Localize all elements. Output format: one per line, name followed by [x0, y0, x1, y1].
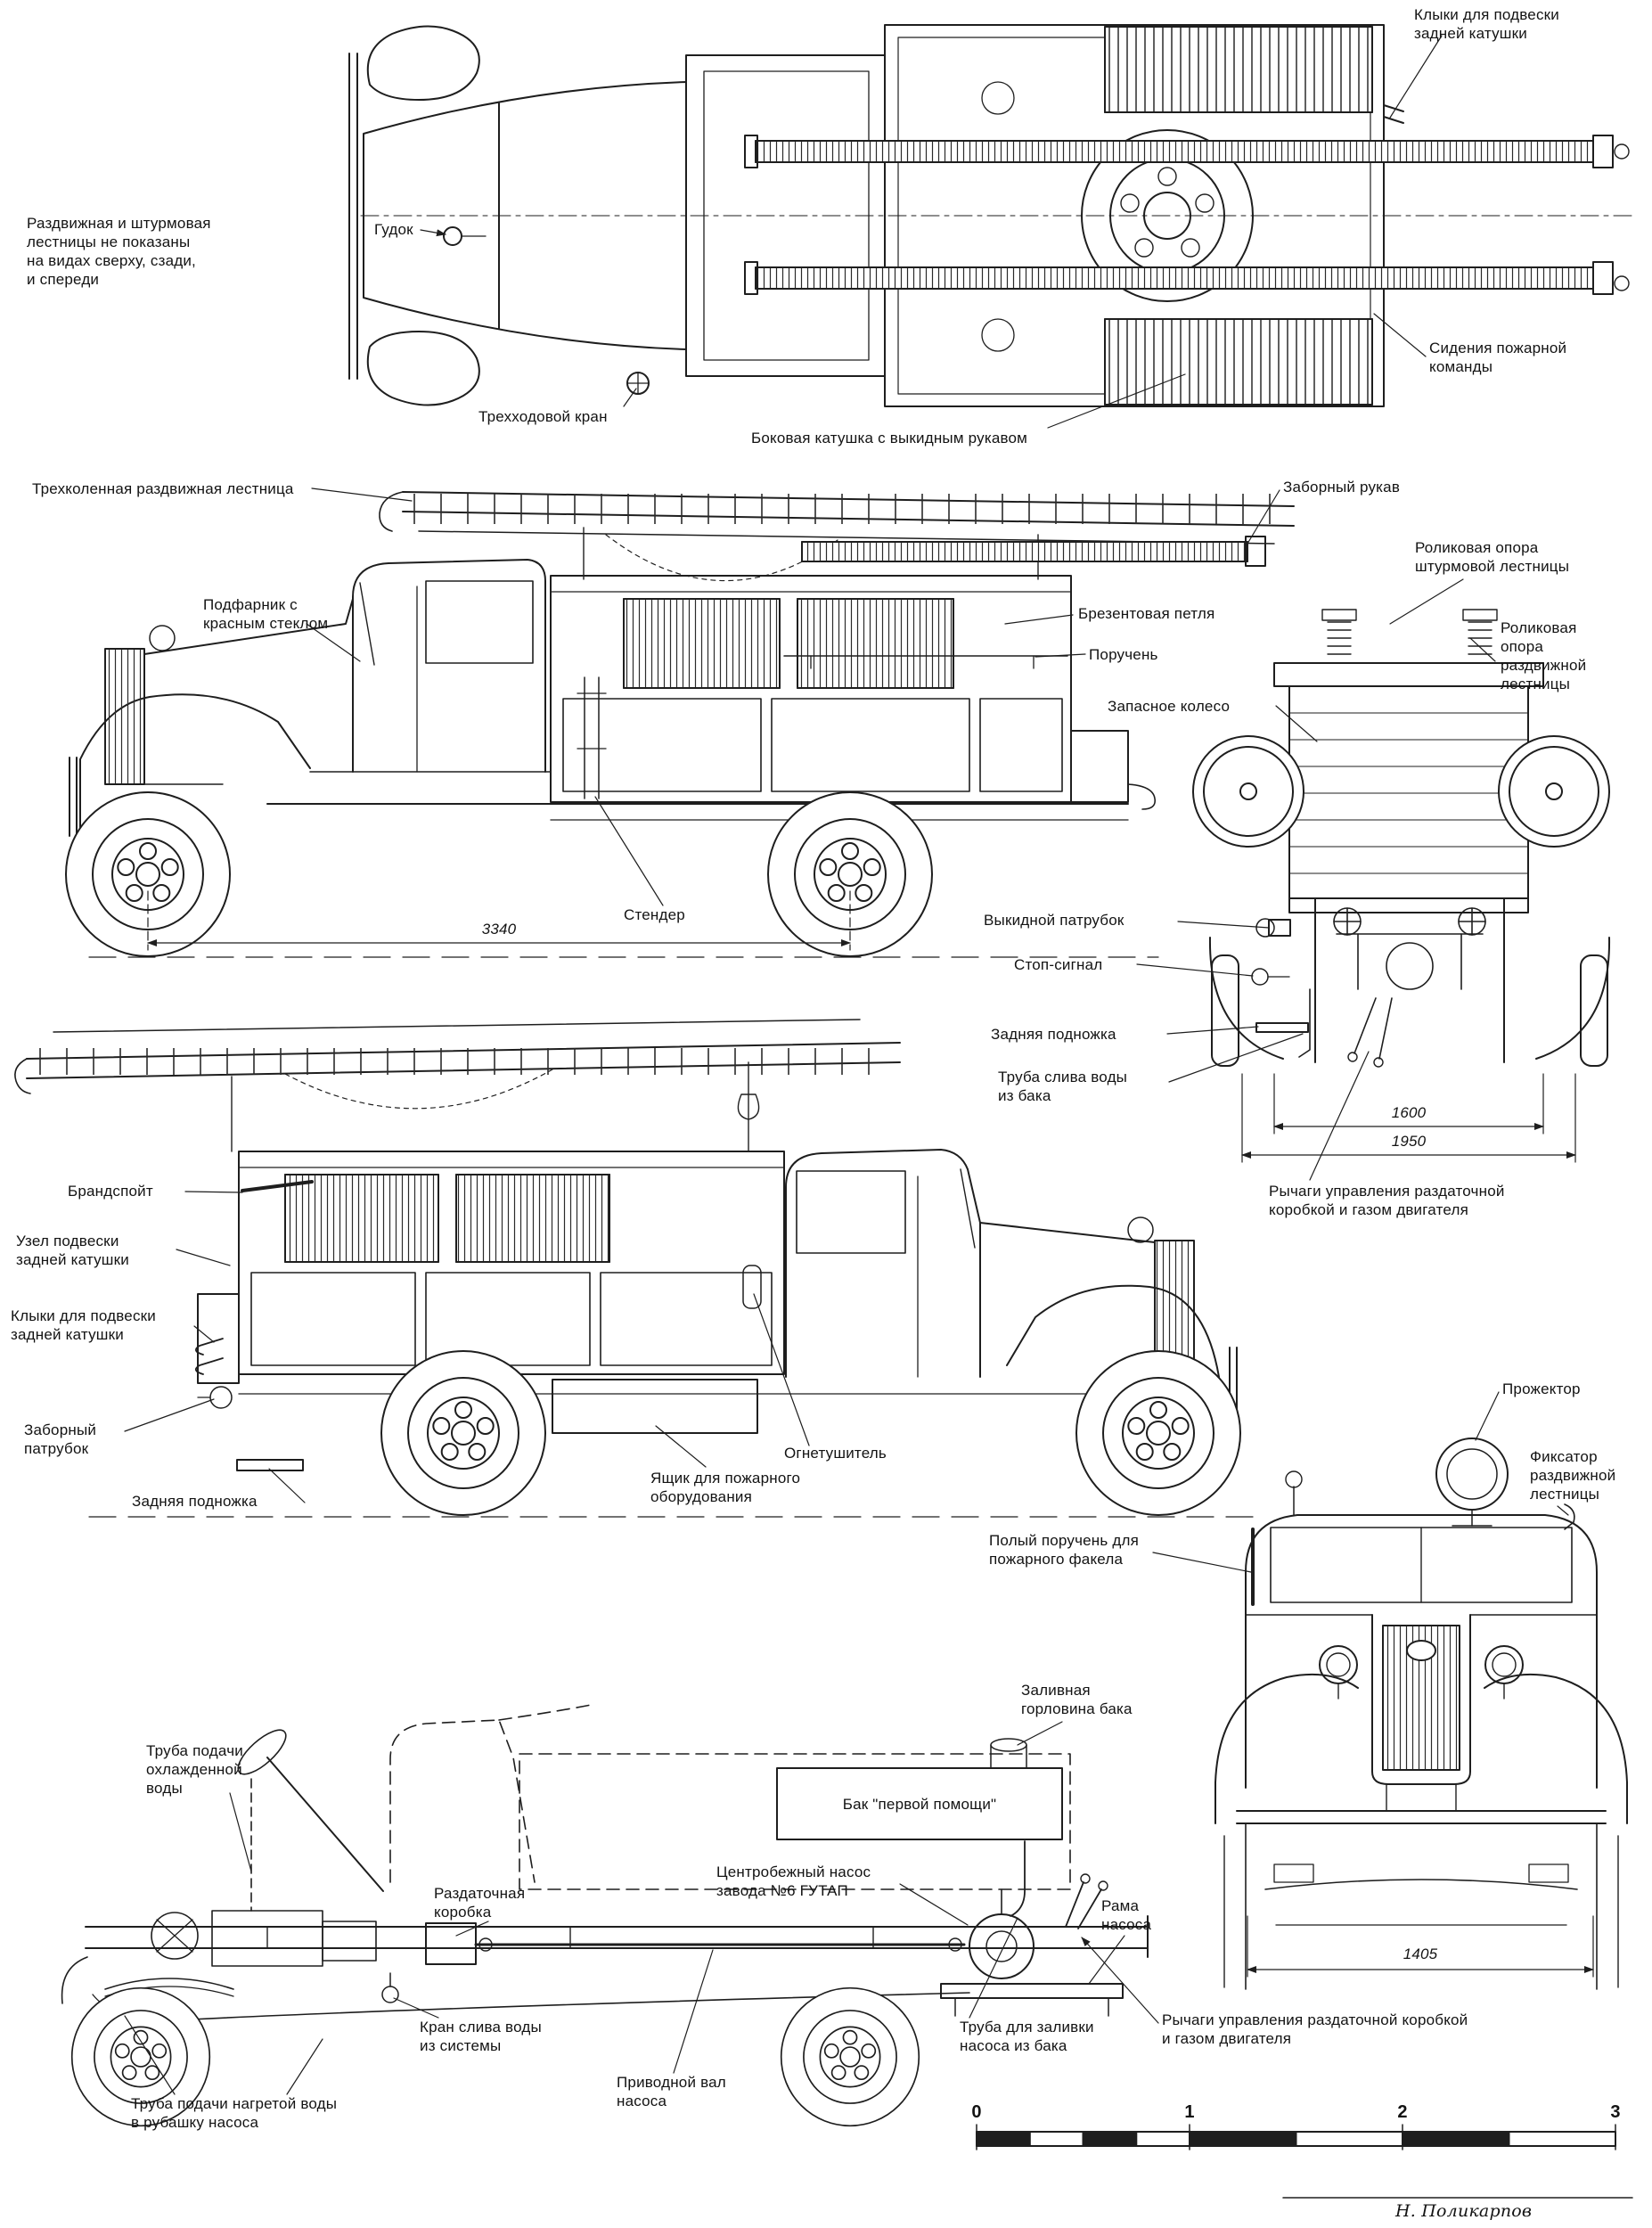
label-stop-light: Стоп-сигнал: [1014, 956, 1103, 973]
label-nozzle: Брандспойт: [68, 1183, 153, 1200]
label-first-aid-tank: Бак "первой помощи": [842, 1796, 997, 1813]
scale-tick-3: 3: [1610, 2102, 1621, 2122]
side-view-left-drawing: [14, 1019, 1266, 1518]
label-control-levers-bottom: Рычаги управления раздаточной коробкой и…: [1162, 2011, 1468, 2048]
label-pump-priming-pipe: Труба для заливки насоса из бака: [960, 2019, 1094, 2055]
dimension-wheelbase: 3340: [481, 921, 517, 938]
label-spare-wheel: Запасное колесо: [1108, 698, 1231, 715]
label-ladder-lock: Фиксатор раздвижной лестницы: [1530, 1448, 1616, 1503]
label-centrifugal-pump: Центробежный насос завода №6 ГУТАП: [716, 1863, 871, 1900]
label-system-drain-valve: Кран слива воды из системы: [420, 2019, 542, 2055]
label-three-way-valve: Трехходовой кран: [478, 408, 608, 425]
label-roller-support-extension: Роликовая опора раздвижной лестницы: [1501, 619, 1587, 693]
label-rear-step-side-view: Задняя подножка: [132, 1493, 258, 1510]
leader-lines: [124, 35, 1569, 2095]
label-roller-support-assault: Роликовая опора штурмовой лестницы: [1415, 539, 1570, 576]
label-suction-inlet: Заборный патрубок: [24, 1421, 97, 1458]
signature: Н. Поликарпов: [1395, 2201, 1533, 2221]
label-suction-hose: Заборный рукав: [1283, 479, 1401, 496]
label-tank-drain-pipe: Труба слива воды из бака: [998, 1069, 1128, 1105]
label-pump-frame: Рама насоса: [1101, 1897, 1152, 1934]
dimension-front-width: 1405: [1403, 1945, 1438, 1962]
dimension-overall-width: 1950: [1391, 1133, 1427, 1150]
label-canvas-loop: Брезентовая петля: [1078, 605, 1215, 622]
top-view-drawing: [348, 24, 1636, 407]
label-control-levers-rear: Рычаги управления раздаточной коробкой и…: [1269, 1183, 1505, 1219]
label-rear-reel-mount: Узел подвески задней катушки: [16, 1233, 129, 1269]
label-handrail: Поручень: [1089, 646, 1158, 663]
label-pump-drive-shaft: Приводной вал насоса: [617, 2074, 726, 2110]
label-cooled-water-pipe: Труба подачи охлажденной воды: [146, 1742, 243, 1798]
label-transfer-case: Раздаточная коробка: [434, 1885, 526, 1921]
scale-tick-1: 1: [1184, 2102, 1195, 2122]
label-searchlight: Прожектор: [1502, 1380, 1581, 1397]
scale-bar-drawing: [976, 2124, 1616, 2150]
label-fire-extinguisher: Огнетушитель: [784, 1445, 887, 1462]
front-view-drawing: [1214, 1438, 1628, 1990]
chassis-view-drawing: [61, 1703, 1149, 2127]
label-rear-step-rear-view: Задняя подножка: [991, 1026, 1116, 1043]
label-side-lamp: Подфарник с красным стеклом: [203, 596, 329, 633]
label-heated-water-pipe: Труба подачи нагретой воды в рубашку нас…: [131, 2095, 338, 2132]
label-extension-ladder: Трехколенная раздвижная лестница: [32, 480, 294, 497]
label-rear-reel-hooks-top: Клыки для подвески задней катушки: [1414, 6, 1559, 43]
label-standpipe: Стендер: [624, 906, 685, 923]
label-discharge-outlet: Выкидной патрубок: [984, 912, 1125, 929]
scale-tick-0: 0: [971, 2102, 982, 2122]
dimension-track: 1600: [1391, 1104, 1427, 1121]
label-torch-handrail: Полый поручень для пожарного факела: [989, 1532, 1140, 1569]
side-view-right-drawing: [65, 491, 1295, 958]
label-horn: Гудок: [374, 221, 413, 238]
scale-tick-2: 2: [1397, 2102, 1408, 2122]
rear-view-drawing: [1192, 609, 1611, 1163]
label-tank-filler-neck: Заливная горловина бака: [1021, 1682, 1133, 1718]
label-rear-reel-hooks-left: Клыки для подвески задней катушки: [11, 1307, 156, 1344]
note-ladders-not-shown: Раздвижная и штурмовая лестницы не показ…: [27, 215, 211, 289]
label-side-reel-hose: Боковая катушка с выкидным рукавом: [751, 430, 1028, 446]
label-crew-seats: Сидения пожарной команды: [1429, 340, 1567, 376]
label-equipment-box: Ящик для пожарного оборудования: [650, 1470, 801, 1506]
